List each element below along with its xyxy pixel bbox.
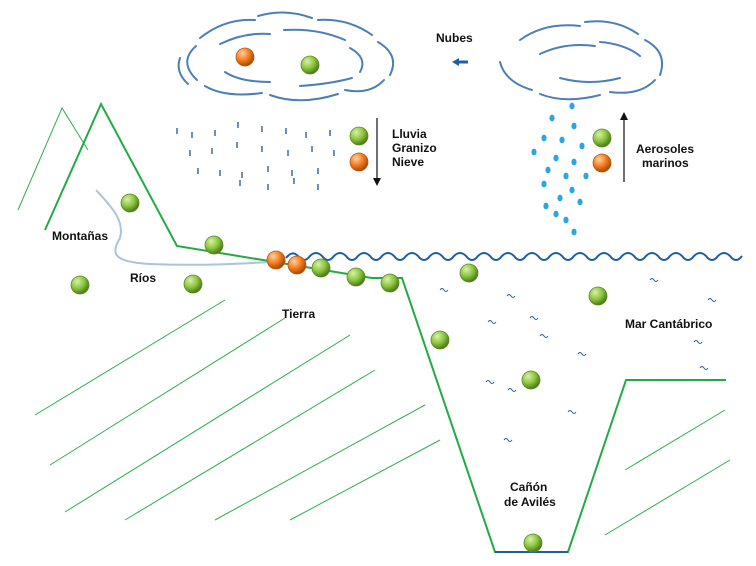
aerosol-drop [531, 148, 537, 156]
orange-particle-icon [235, 47, 255, 67]
nubes-arrow [452, 58, 468, 66]
aerosol-drop [559, 136, 565, 144]
green-particle-icon [592, 128, 612, 148]
water-marks [439, 278, 717, 442]
orange-particle-icon [287, 255, 307, 275]
hail-label: Granizo [392, 141, 437, 155]
sea-surface-wave [285, 252, 743, 261]
green-particle-icon [349, 126, 369, 146]
water-mark [439, 288, 449, 292]
sea-label: Mar Cantábrico [625, 317, 712, 331]
mountains-outline [17, 101, 276, 263]
water-mark [707, 298, 717, 302]
aerosol-drop [569, 186, 575, 194]
aerosol-drop [549, 114, 555, 122]
water-mark [693, 340, 703, 344]
rain-label: Lluvia [392, 127, 427, 141]
water-mark [567, 410, 577, 414]
up-arrow [620, 112, 628, 182]
orange-particle-icon [266, 250, 286, 270]
orange-particle-icon [349, 152, 369, 172]
green-particle-icon [459, 263, 479, 283]
water-mark [539, 334, 549, 338]
river-line [95, 189, 287, 266]
mountains-label: Montañas [52, 229, 108, 243]
right-cloud [499, 20, 664, 101]
aerosol-drop [571, 158, 577, 166]
aerosol-drop [583, 172, 589, 180]
aerosol-drop [579, 142, 585, 150]
green-particle-icon [120, 193, 140, 213]
coast-canyon-profile [274, 261, 726, 553]
rivers-label: Ríos [130, 271, 156, 285]
water-mark [506, 294, 516, 298]
green-particle-icon [380, 273, 400, 293]
snow-label: Nieve [392, 155, 424, 169]
aerosol-drop [563, 216, 569, 224]
aerosols-label-line1: Aerosoles [636, 142, 694, 156]
water-mark [485, 380, 495, 384]
land-label: Tierra [282, 307, 315, 321]
water-mark [503, 438, 513, 442]
water-mark [649, 278, 659, 282]
aerosol-drop [541, 180, 547, 188]
aerosol-drop [541, 134, 547, 142]
aerosol-drop [577, 198, 583, 206]
green-particle-icon [183, 274, 203, 294]
land-hatching [34, 299, 731, 536]
green-particle-icon [346, 267, 366, 287]
rain-dashes [176, 122, 335, 190]
green-particle-icon [521, 370, 541, 390]
aerosols-label-line2: marinos [642, 156, 689, 170]
green-particle-icon [300, 55, 320, 75]
water-mark [699, 366, 709, 370]
green-particle-icon [204, 235, 224, 255]
aerosol-drop [571, 122, 577, 130]
water-mark [487, 320, 497, 324]
aerosol-drop [543, 202, 549, 210]
aerosol-drop [553, 154, 559, 162]
green-particle-icon [430, 330, 450, 350]
aerosol-drop [553, 210, 559, 218]
aerosol-drop [545, 166, 551, 174]
water-mark [507, 388, 517, 392]
green-particle-icon [311, 258, 331, 278]
aerosol-drop [563, 172, 569, 180]
canyon-label-line1: Cañón [510, 480, 547, 494]
aerosol-drop [569, 102, 575, 110]
clouds-label: Nubes [436, 31, 473, 45]
aerosol-drop [571, 228, 577, 236]
green-particle-icon [523, 533, 543, 553]
aerosol-drop [557, 194, 563, 202]
canyon-label-line2: de Avilés [504, 495, 556, 509]
down-arrow [373, 118, 381, 186]
particles [70, 47, 612, 553]
left-cloud [177, 11, 394, 102]
green-particle-icon [70, 275, 90, 295]
orange-particle-icon [592, 153, 612, 173]
water-mark [529, 316, 539, 320]
water-mark [577, 352, 587, 356]
aerosol-drops [531, 102, 589, 236]
green-particle-icon [588, 286, 608, 306]
